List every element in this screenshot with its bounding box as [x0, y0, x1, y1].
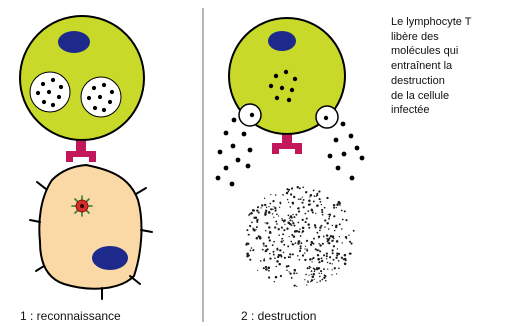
infected-cell [30, 165, 152, 299]
lymphocyte-nucleus [268, 31, 296, 51]
description-line: libère des [391, 30, 509, 45]
panel1-caption: 1 : reconnaissance [20, 309, 121, 323]
description-line: Le lymphocyte T [391, 15, 509, 30]
destroyed-cell-debris [245, 186, 354, 287]
panel-recognition [20, 16, 152, 299]
virus-icon [72, 196, 92, 216]
description-line: infectée [391, 103, 509, 118]
exocytosis-vesicle [239, 104, 261, 126]
description-text: Le lymphocyte T libère des molécules qui… [391, 15, 509, 118]
description-line: destruction [391, 74, 509, 89]
granule [81, 77, 121, 117]
lymphocyte-t-secreting [229, 18, 345, 134]
panel2-caption: 2 : destruction [241, 309, 316, 323]
infected-cell-nucleus [92, 246, 128, 270]
tcr-receptor [66, 138, 96, 162]
panel-destruction [216, 18, 365, 287]
lymphocyte-t [20, 16, 144, 140]
lymphocyte-nucleus [58, 31, 90, 53]
description-line: de la cellule [391, 89, 509, 104]
description-line: molécules qui [391, 44, 509, 59]
exocytosis-vesicle [316, 106, 338, 128]
tcr-receptor [272, 132, 302, 154]
description-line: entraînent la [391, 59, 509, 74]
granule [30, 72, 70, 112]
